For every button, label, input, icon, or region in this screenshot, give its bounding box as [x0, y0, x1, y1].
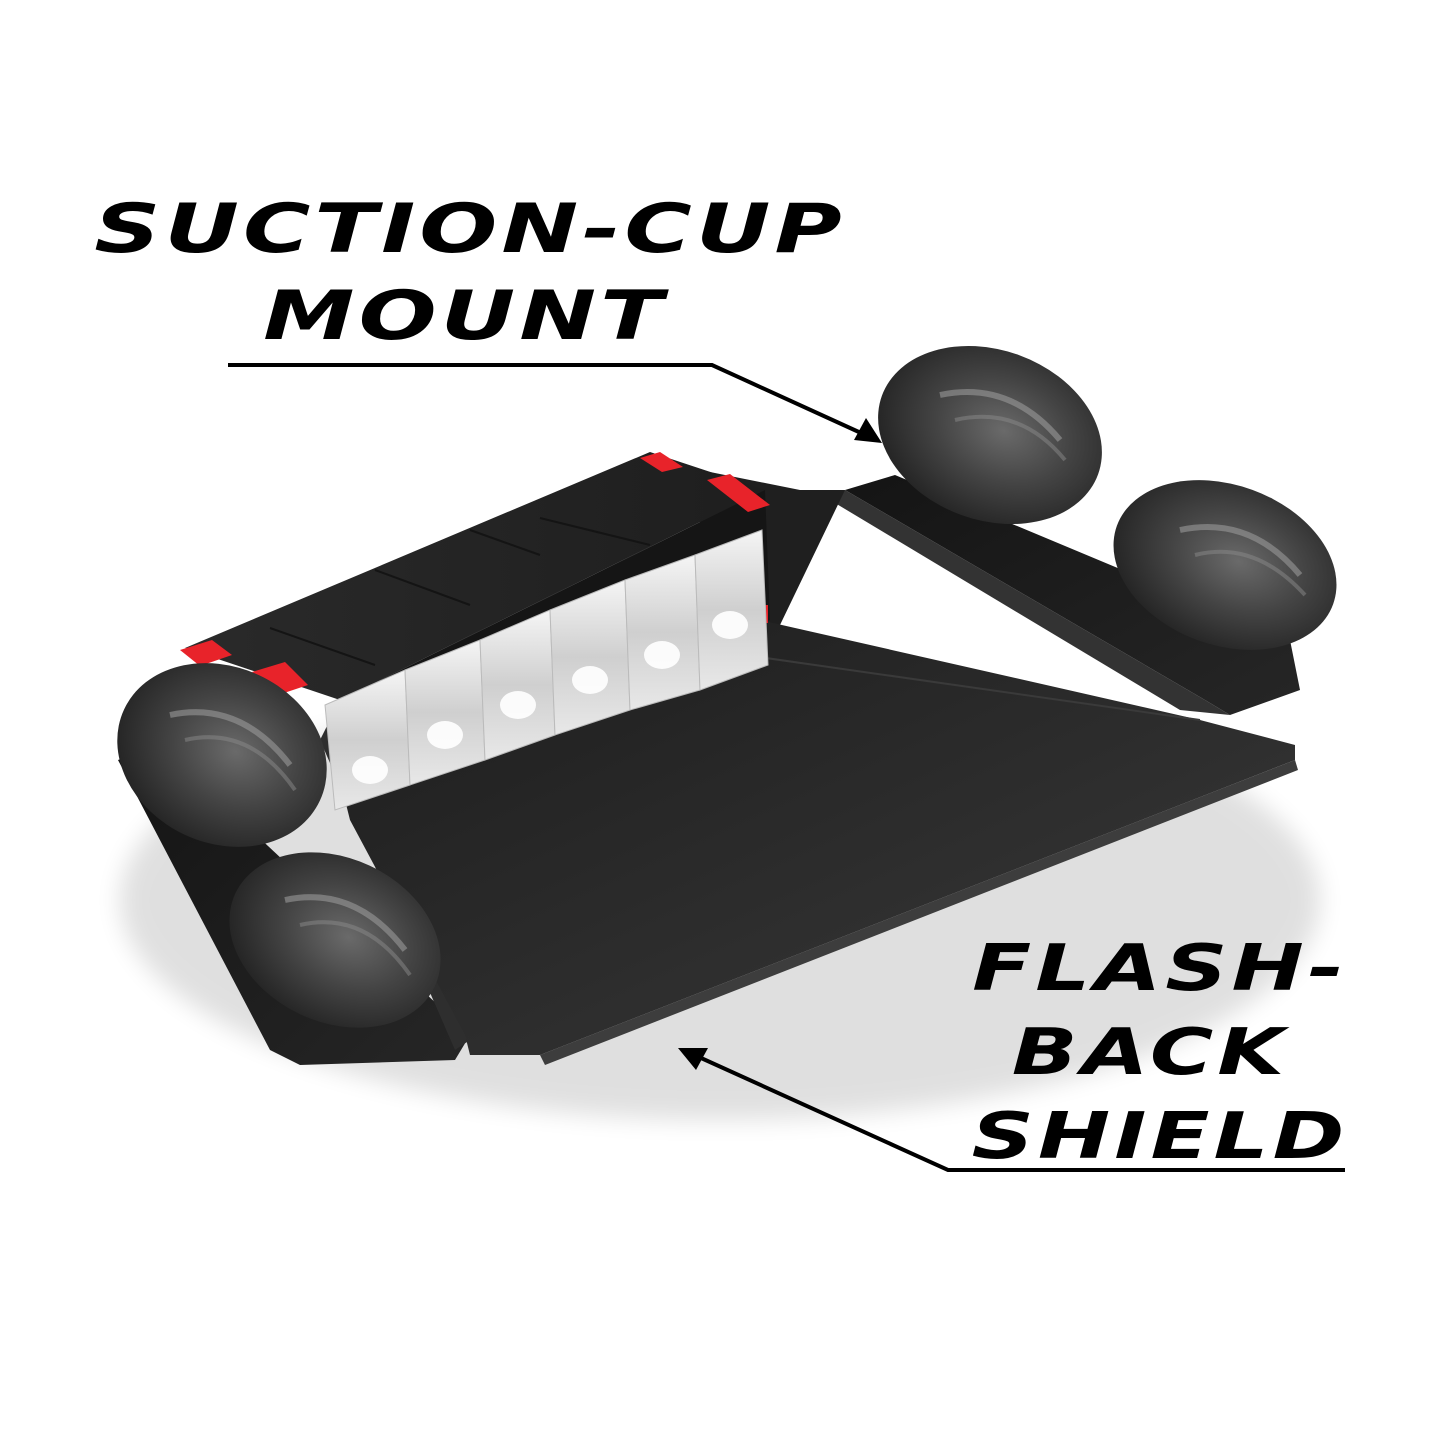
- flash-back-label-line1: FLASH-: [972, 932, 1348, 1006]
- flash-back-callout-arrow: [678, 1048, 1345, 1172]
- red-cap-left-1: [180, 640, 232, 666]
- arrow-head-icon: [678, 1048, 708, 1070]
- suction-cup-top-right: [878, 345, 1102, 525]
- flash-back-label-line3: SHIELD: [971, 1100, 1349, 1174]
- suction-cup-label-line2: MOUNT: [263, 277, 667, 356]
- right-mount-wing: [830, 475, 1300, 715]
- suction-cup-label-line1: SUCTION-CUP: [94, 190, 846, 269]
- red-end-caps: [180, 452, 770, 696]
- red-cap-right-1: [640, 452, 683, 472]
- suction-cup-callout-arrow: [228, 363, 882, 443]
- red-cap-left-2: [252, 662, 308, 696]
- flash-back-label-line2: BACK: [1011, 1016, 1289, 1090]
- suction-cup-bottom-left: [229, 852, 441, 1028]
- suction-cup-left: [117, 663, 327, 847]
- led-lens-array: [324, 529, 769, 811]
- red-cap-right-2: [707, 474, 770, 512]
- suction-cup-right: [1113, 480, 1337, 650]
- arrow-head-icon: [854, 418, 882, 443]
